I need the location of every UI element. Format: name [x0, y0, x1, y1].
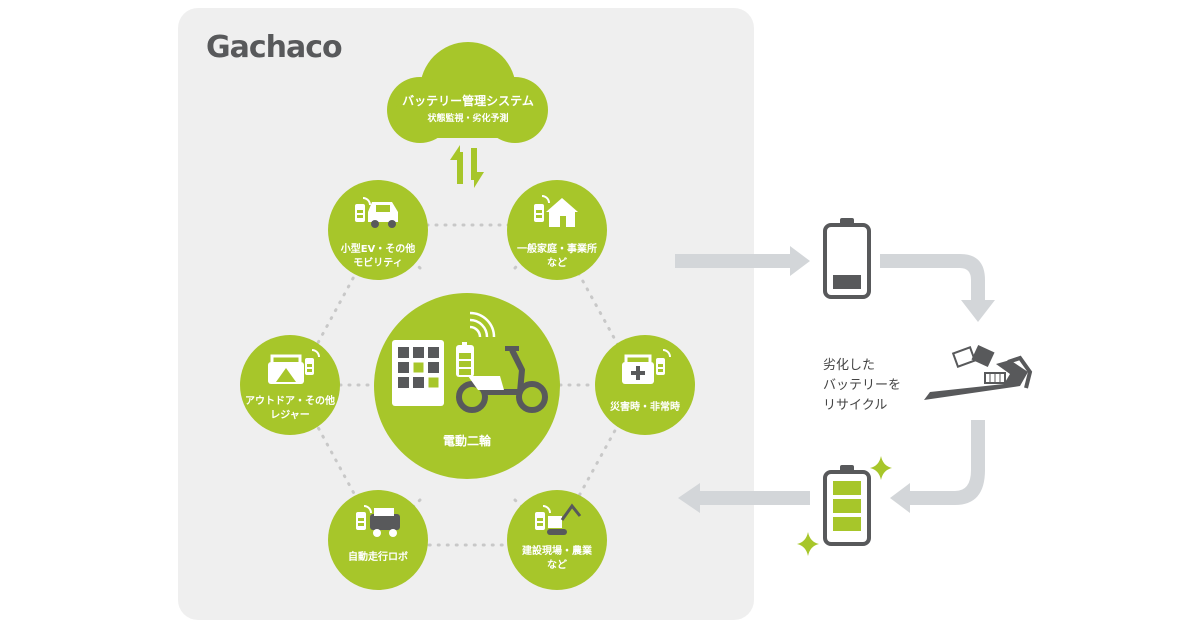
node-circle-robot: [328, 490, 428, 590]
cloud-icon: [387, 42, 548, 143]
hub-icons: [392, 311, 548, 413]
emergency-power-icon: [622, 349, 671, 384]
depleted-battery-icon: [823, 218, 871, 299]
hub-label: 電動二輪: [442, 434, 491, 448]
recycled-battery-icon: [823, 465, 871, 546]
node-label-line: 建設現場・農業: [522, 546, 592, 557]
node-label-line: モビリティ: [353, 258, 403, 269]
node-label-line: 一般家庭・事業所: [517, 244, 597, 255]
arrow-return-icon: [678, 483, 810, 513]
arrow-out-icon: [675, 246, 810, 276]
battery-wifi-icon: [456, 311, 496, 377]
node-circle-small-ev: [328, 180, 428, 280]
small-ev-icon: [355, 197, 398, 228]
sparkle-icon: [870, 456, 892, 480]
node-label-home-office: 一般家庭・事業所 など: [502, 243, 612, 271]
node-label-outdoor: アウトドア・その他 レジャー: [235, 395, 345, 423]
recycle-label-line: 劣化した: [823, 358, 876, 373]
outdoor-generator-icon: [268, 349, 320, 384]
sync-arrows-icon: [450, 145, 484, 188]
battery-station-icon: [392, 340, 444, 406]
recycling-machine-icon: [924, 344, 1033, 400]
node-label-small-ev: 小型EV・その他 モビリティ: [323, 243, 433, 271]
node-circle-construction: [507, 490, 607, 590]
arrow-down-right-icon: [880, 254, 995, 322]
recycle-label-line: バッテリーを: [823, 378, 902, 393]
recycle-label-line: リサイクル: [823, 398, 888, 413]
node-label-line: アウトドア・その他: [245, 396, 335, 407]
recycle-label: 劣化した バッテリーを リサイクル: [823, 356, 933, 416]
arrow-down-left-icon: [890, 420, 985, 513]
electric-scooter-icon: [456, 346, 548, 413]
node-circle-home-office: [507, 180, 607, 280]
delivery-robot-icon: [356, 505, 400, 537]
gachaco-logo: Gachaco: [206, 30, 343, 65]
node-label-line: レジャー: [270, 410, 310, 421]
cloud-subtitle: 状態監視・劣化予測: [427, 114, 509, 124]
house-icon: [534, 195, 578, 227]
node-label-construction: 建設現場・農業 など: [502, 545, 612, 573]
node-label-line: 災害時・非常時: [610, 402, 680, 413]
cloud-title: バッテリー管理システム: [402, 94, 534, 108]
sparkle-icon: [797, 532, 819, 556]
excavator-icon: [535, 503, 582, 535]
node-label-line: 小型EV・その他: [340, 244, 416, 255]
node-label-line: など: [547, 258, 567, 269]
node-circle-outdoor: [240, 335, 340, 435]
node-label-disaster: 災害時・非常時: [590, 401, 700, 415]
flow-arrows: [675, 246, 995, 513]
node-circle-disaster: [595, 335, 695, 435]
node-label-line: など: [547, 560, 567, 571]
node-label-robot: 自動走行ロボ: [323, 551, 433, 565]
node-label-line: 自動走行ロボ: [348, 552, 408, 563]
